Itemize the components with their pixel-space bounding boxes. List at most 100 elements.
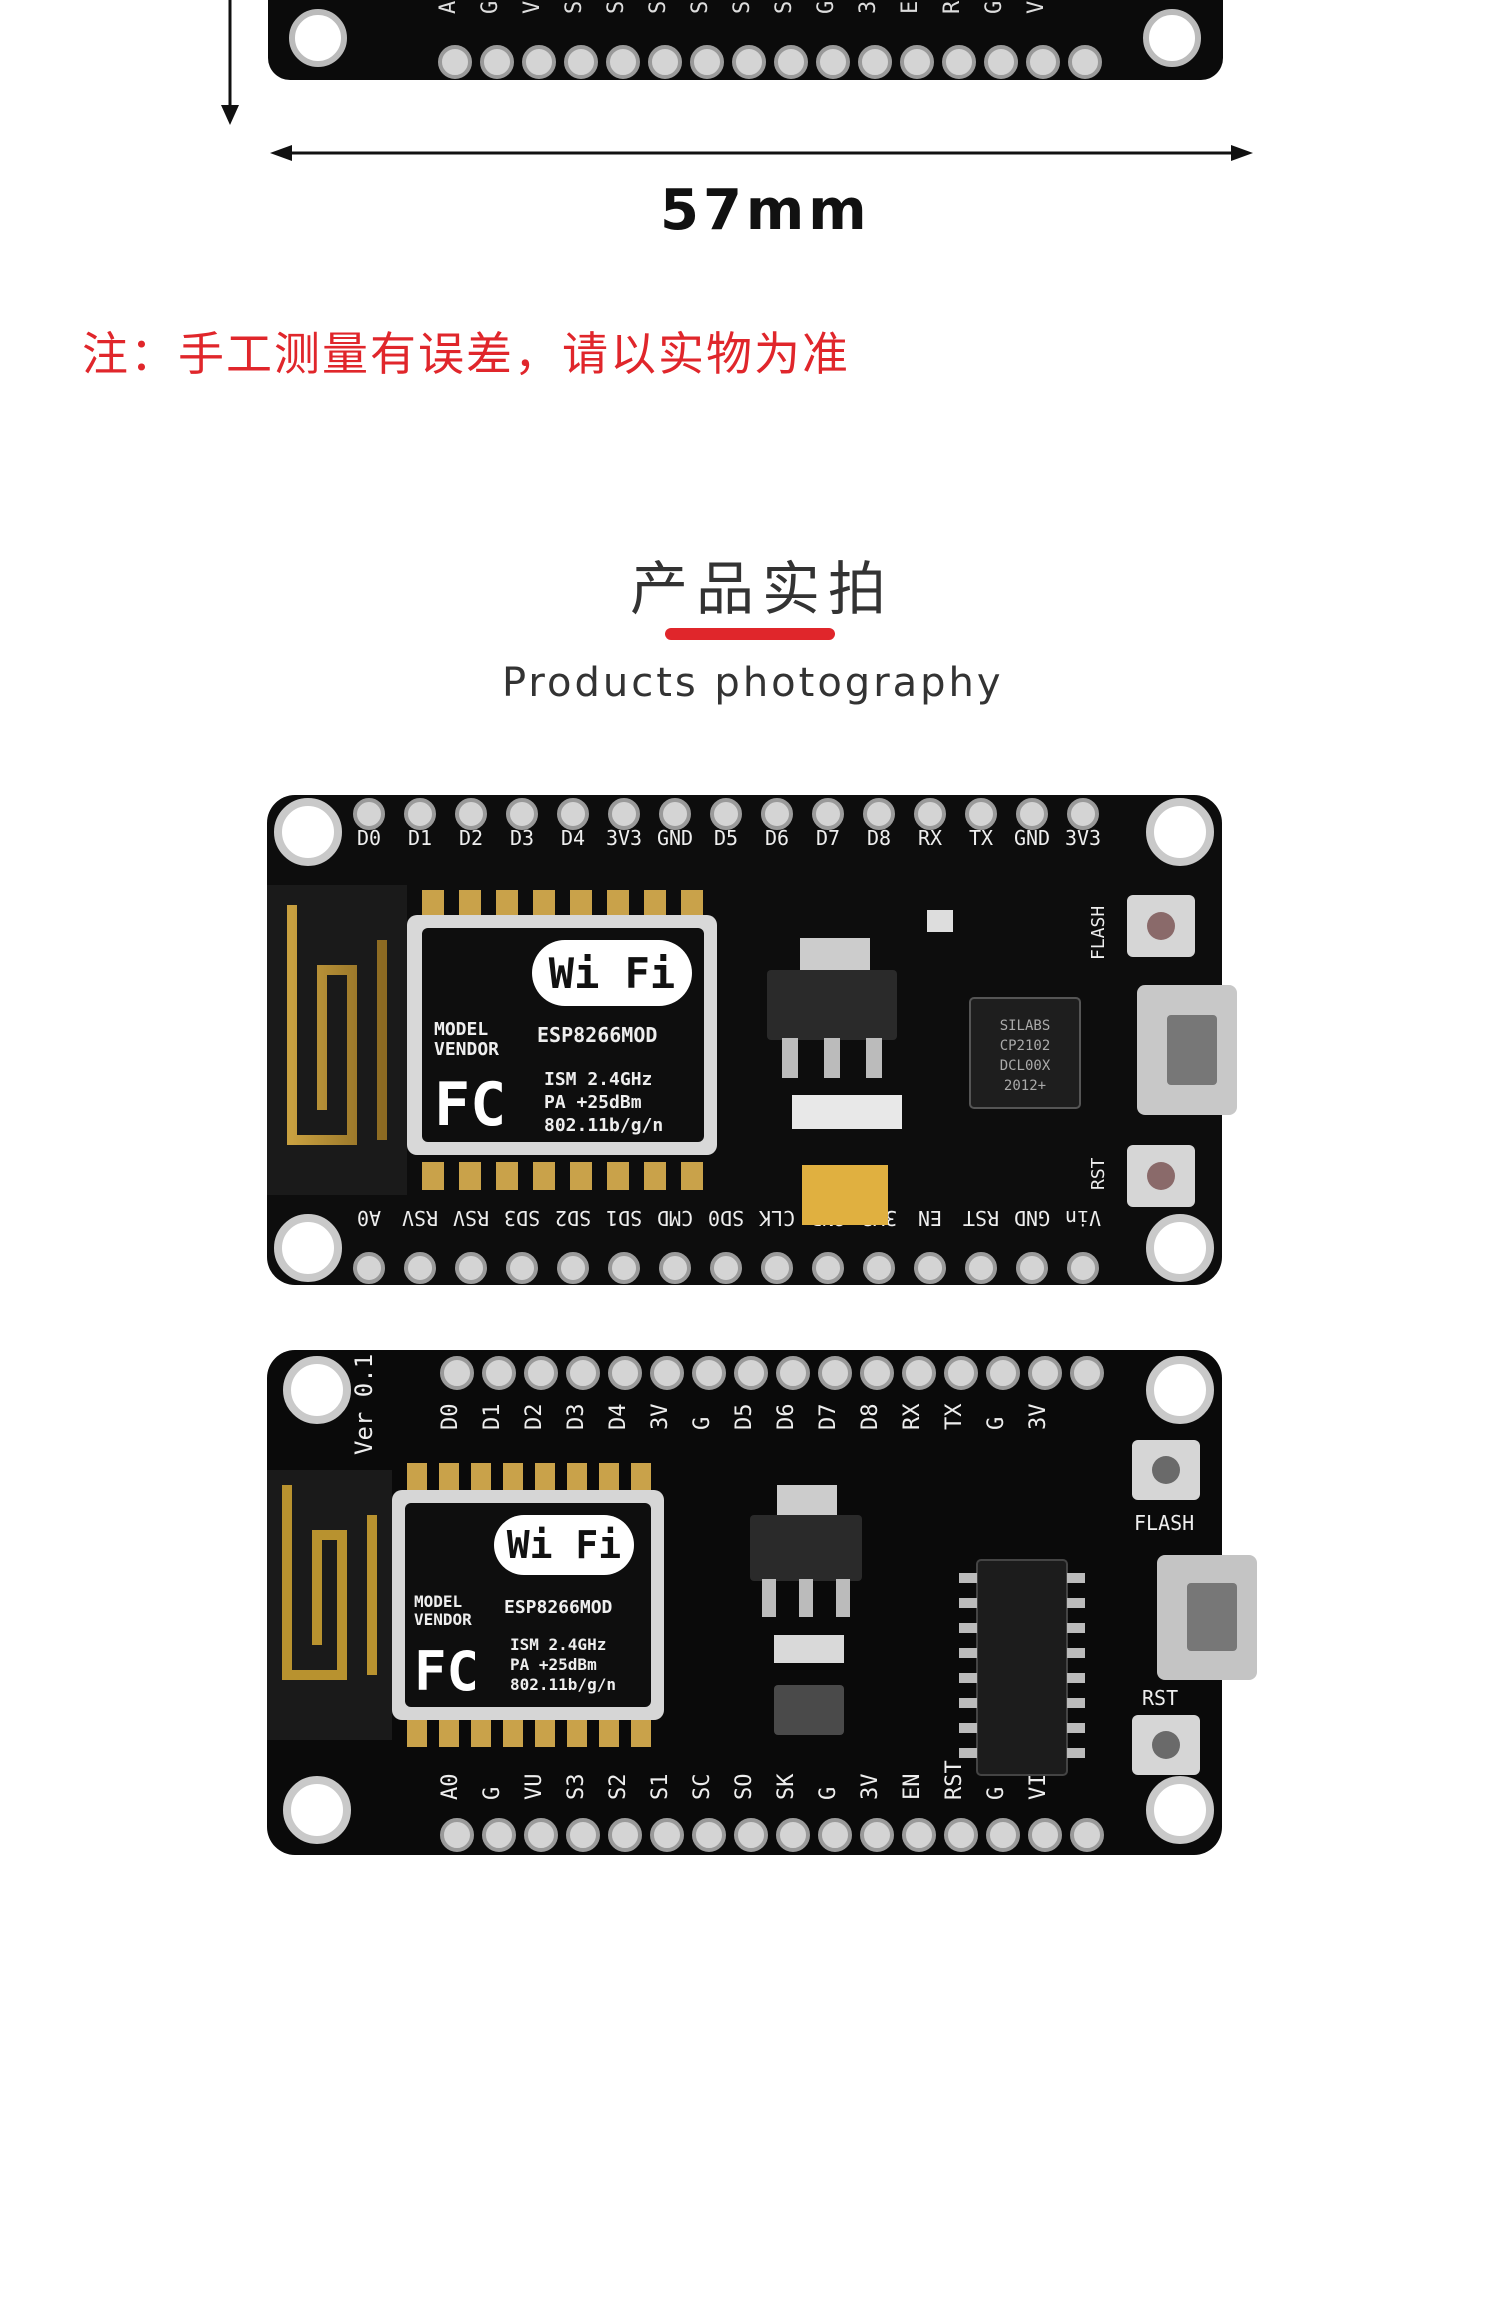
board-2-photo: Ver 0.1 D0 D1 D2 D3 D4 3V G D5 D6 D7 D8 … xyxy=(262,1345,1262,1865)
chip-leg xyxy=(1067,1748,1085,1758)
module-pad xyxy=(567,1463,587,1493)
board2-model-label: MODEL xyxy=(414,1592,462,1611)
header-pin xyxy=(1026,45,1060,79)
board1-vendor-label: VENDOR xyxy=(434,1039,499,1060)
header-pin xyxy=(914,798,946,830)
board1-pin-label: GND xyxy=(657,826,693,850)
module-pad xyxy=(644,890,666,918)
module-pad xyxy=(407,1717,427,1747)
header-pin xyxy=(1068,45,1102,79)
chip-leg xyxy=(959,1698,977,1708)
header-pin xyxy=(522,45,556,79)
header-pin xyxy=(710,798,742,830)
module-pad xyxy=(644,1162,666,1190)
section-accent-bar xyxy=(665,628,835,640)
board1-rst-label: RST xyxy=(1088,1157,1109,1190)
board1-pin-label: SD2 xyxy=(555,1206,591,1230)
board2-pin-label: A0 xyxy=(438,1774,463,1801)
board2-pin-label: D5 xyxy=(732,1404,757,1431)
board2-pin-label: G xyxy=(816,1787,841,1800)
board2-module-name: ESP8266MOD xyxy=(504,1597,613,1618)
module-pad xyxy=(459,1162,481,1190)
board2-pin-label: D2 xyxy=(522,1404,547,1431)
top-partial-label: SC xyxy=(688,0,713,14)
board1-chip-text: DCL00X xyxy=(1000,1058,1051,1074)
top-partial-label: G xyxy=(982,1,1007,14)
header-pin xyxy=(404,1252,436,1284)
header-pin xyxy=(818,1818,852,1852)
module-pad xyxy=(496,890,518,918)
board2-pin-label: D1 xyxy=(480,1404,505,1431)
board1-pin-label: Vin xyxy=(1065,1206,1101,1230)
header-pin xyxy=(659,798,691,830)
board2-bottom-pin-labels: A0 G VU S3 S2 S1 SC SO SK G 3V EN RST G … xyxy=(438,1760,1051,1800)
header-pin xyxy=(986,1356,1020,1390)
module-pad xyxy=(496,1162,518,1190)
header-pin xyxy=(650,1818,684,1852)
board1-pin-label: CLK xyxy=(759,1206,795,1230)
board1-pin-label: GND xyxy=(1014,1206,1050,1230)
header-pin xyxy=(648,45,682,79)
board2-pin-label: SK xyxy=(774,1773,799,1800)
top-partial-label: VU xyxy=(520,0,545,14)
module-pad xyxy=(607,890,629,918)
header-pin xyxy=(1016,798,1048,830)
board1-pin-label: SD1 xyxy=(606,1206,642,1230)
module-pad xyxy=(631,1463,651,1493)
header-pin xyxy=(1067,798,1099,830)
top-partial-board: A0 G VU S3 S2 S1 SC SO SK G 3V EN RST G … xyxy=(0,0,1500,90)
board2-top-pin-labels: D0 D1 D2 D3 D4 3V G D5 D6 D7 D8 RX TX G … xyxy=(438,1403,1051,1430)
header-pin xyxy=(438,45,472,79)
module-pad xyxy=(439,1717,459,1747)
header-pin xyxy=(863,798,895,830)
board-1-photo: D0 D1 D2 D3 D4 3V3 GND D5 D6 D7 D8 RX TX… xyxy=(262,790,1247,1295)
top-partial-label: S1 xyxy=(646,0,671,14)
board1-pin-label: 3V3 xyxy=(606,826,642,850)
module-pad xyxy=(681,890,703,918)
board2-pin-label: D0 xyxy=(438,1404,463,1431)
section-title-en: Products photography xyxy=(502,660,1004,706)
header-pin xyxy=(761,798,793,830)
header-pin xyxy=(734,1818,768,1852)
board1-chip-text: 2012+ xyxy=(1004,1078,1046,1094)
board1-pin-label: D5 xyxy=(714,826,738,850)
board1-pin-label: SD3 xyxy=(504,1206,540,1230)
header-pin xyxy=(564,45,598,79)
board2-pin-label: G xyxy=(690,1417,715,1430)
vertical-dimension-arrow xyxy=(221,0,239,125)
header-pin xyxy=(455,1252,487,1284)
header-pin xyxy=(812,1252,844,1284)
board-1-graphic: D0 D1 D2 D3 D4 3V3 GND D5 D6 D7 D8 RX TX… xyxy=(267,795,1237,1285)
header-pin xyxy=(761,1252,793,1284)
header-pin xyxy=(690,45,724,79)
board1-pin-label: CMD xyxy=(657,1206,693,1230)
module-pad xyxy=(570,890,592,918)
header-pin xyxy=(659,1252,691,1284)
board1-pin-label: D8 xyxy=(867,826,891,850)
header-pin xyxy=(710,1252,742,1284)
chip-leg xyxy=(959,1573,977,1583)
header-pin xyxy=(732,45,766,79)
top-partial-label: RST xyxy=(940,0,965,14)
module-pad xyxy=(631,1717,651,1747)
header-pin xyxy=(984,45,1018,79)
dimension-width-label: 57mm xyxy=(660,178,871,243)
board2-pin-label: SO xyxy=(732,1774,757,1801)
header-pin xyxy=(860,1818,894,1852)
top-partial-board-graphic: A0 G VU S3 S2 S1 SC SO SK G 3V EN RST G … xyxy=(268,0,1223,80)
header-pin xyxy=(692,1818,726,1852)
board2-wifi-logo: Wi Fi xyxy=(507,1523,621,1567)
header-pin xyxy=(353,798,385,830)
top-partial-label: A0 xyxy=(436,0,461,14)
board2-pin-label: G xyxy=(480,1787,505,1800)
board2-pin-label: 3V xyxy=(858,1774,883,1801)
board2-version: Ver 0.1 xyxy=(350,1354,378,1455)
board2-pin-label: D6 xyxy=(774,1404,799,1431)
chip-leg xyxy=(959,1748,977,1758)
top-partial-label: VIN xyxy=(1024,0,1049,14)
top-partial-label: G xyxy=(814,1,839,14)
module-pad xyxy=(471,1463,491,1493)
board1-pin-label: RSV xyxy=(453,1206,489,1230)
chip-leg xyxy=(1067,1673,1085,1683)
board1-pin-label: RSV xyxy=(402,1206,438,1230)
